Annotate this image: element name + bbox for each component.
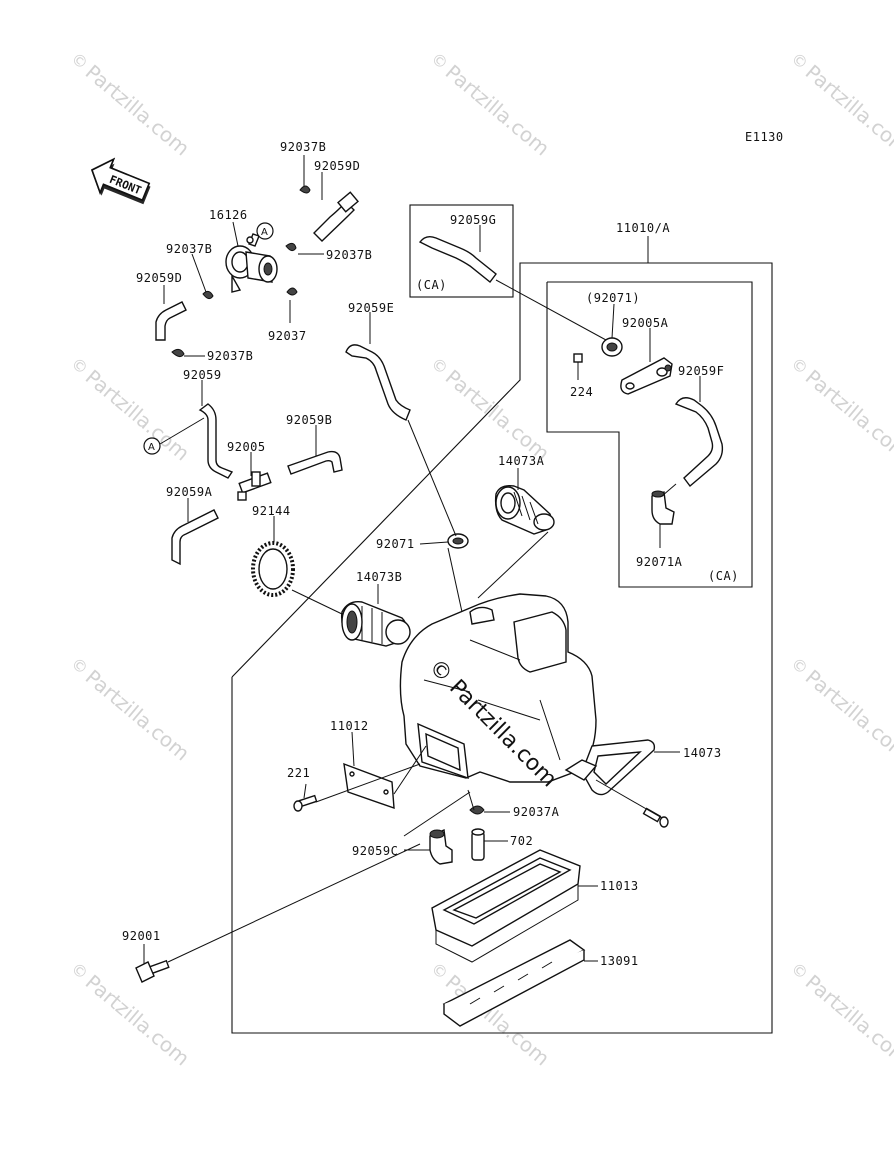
label-92037B-mid: 92037B bbox=[166, 242, 212, 256]
label-92071: 92071 bbox=[376, 537, 415, 551]
hose-92059D-top bbox=[313, 201, 355, 242]
watermark-text: Partzilla.com bbox=[81, 970, 194, 1071]
label-11010A: 11010/A bbox=[616, 221, 670, 235]
hose-92059F bbox=[674, 397, 724, 488]
label-ca-right: (CA) bbox=[708, 569, 739, 583]
label-11013: 11013 bbox=[600, 879, 639, 893]
clip-92037 bbox=[286, 287, 298, 296]
label-702: 702 bbox=[510, 834, 533, 848]
watermark-text: Partzilla.com bbox=[801, 365, 894, 466]
ca-group-box-right bbox=[546, 281, 753, 588]
cover-14073 bbox=[564, 739, 656, 796]
clip-92037B-mid bbox=[202, 290, 214, 300]
label-92001: 92001 bbox=[122, 929, 161, 943]
label-92059F: 92059F bbox=[678, 364, 724, 378]
watermark-text: Partzilla.com bbox=[81, 60, 194, 161]
watermark-text: Partzilla.com bbox=[81, 665, 194, 766]
label-221: 221 bbox=[287, 766, 310, 780]
fitting-92005 bbox=[237, 471, 272, 501]
label-92037A: 92037A bbox=[513, 805, 560, 819]
elbow-92071A bbox=[651, 490, 675, 525]
leader-lines bbox=[143, 155, 701, 964]
bracket-92005A bbox=[620, 357, 673, 395]
part-labels: 92037B 92059D 16126 92037B 92037B 92059D… bbox=[122, 140, 739, 968]
label-92059C: 92059C bbox=[352, 844, 398, 858]
hose-92059D-left bbox=[155, 301, 187, 341]
frame-13091 bbox=[442, 939, 586, 1027]
label-92059G: 92059G bbox=[450, 213, 496, 227]
screw-221 bbox=[293, 794, 318, 812]
air-cleaner-case bbox=[399, 593, 597, 783]
callout-a-left-label: A bbox=[148, 442, 155, 453]
hose-92059G bbox=[418, 235, 497, 283]
boot-14073B bbox=[340, 601, 411, 647]
label-92037B-low: 92037B bbox=[207, 349, 253, 363]
label-92037: 92037 bbox=[268, 329, 307, 343]
label-92059A: 92059A bbox=[166, 485, 213, 499]
bolt-92001 bbox=[135, 959, 170, 983]
label-92059D-top: 92059D bbox=[314, 159, 360, 173]
clip-92037B-right bbox=[285, 242, 297, 252]
label-ca-left: (CA) bbox=[416, 278, 447, 292]
ca-group-box-left bbox=[409, 204, 514, 298]
callout-a-left bbox=[143, 437, 161, 455]
assembly-frame bbox=[231, 262, 773, 1034]
label-92059: 92059 bbox=[183, 368, 222, 382]
label-92059D-left: 92059D bbox=[136, 271, 182, 285]
watermark-text: Partzilla.com bbox=[801, 60, 894, 161]
label-11012: 11012 bbox=[330, 719, 369, 733]
clip-92037B-low bbox=[171, 348, 185, 358]
label-14073B: 14073B bbox=[356, 570, 402, 584]
watermark-text: Partzilla.com bbox=[441, 365, 554, 466]
screw-224 bbox=[573, 353, 583, 374]
label-92005: 92005 bbox=[227, 440, 266, 454]
elbow-92059C bbox=[429, 828, 453, 865]
hose-92059 bbox=[198, 403, 234, 479]
plug-702 bbox=[471, 828, 485, 861]
callout-a-top bbox=[256, 222, 274, 240]
label-92071A: 92071A bbox=[636, 555, 683, 569]
callout-a-top-label: A bbox=[261, 227, 268, 238]
grommet-92071-paren bbox=[601, 337, 623, 357]
valve-16126 bbox=[225, 233, 278, 293]
hose-92059A bbox=[171, 509, 219, 566]
label-14073A: 14073A bbox=[498, 454, 545, 468]
watermark-text: Partzilla.com bbox=[441, 60, 554, 161]
hose-92059E bbox=[345, 344, 411, 421]
label-92144: 92144 bbox=[252, 504, 291, 518]
clip-92037B-top bbox=[299, 185, 311, 194]
label-92071-paren: (92071) bbox=[586, 291, 640, 305]
label-16126: 16126 bbox=[209, 208, 248, 222]
label-92059E: 92059E bbox=[348, 301, 394, 315]
diagram-code: E1130 bbox=[745, 130, 784, 144]
hose-92059B bbox=[287, 450, 343, 475]
grommet-92071 bbox=[447, 533, 469, 549]
clip-92037A bbox=[469, 805, 485, 815]
label-92037B-top: 92037B bbox=[280, 140, 326, 154]
watermark-text: Partzilla.com bbox=[81, 365, 194, 466]
front-arrow-icon: FRONT bbox=[91, 157, 151, 205]
watermark-text: Partzilla.com bbox=[801, 970, 894, 1071]
label-224: 224 bbox=[570, 385, 593, 399]
boot-14073A bbox=[494, 484, 555, 535]
label-14073: 14073 bbox=[683, 746, 722, 760]
plate-11012 bbox=[343, 762, 395, 810]
element-11013 bbox=[431, 849, 581, 963]
watermark-text: Partzilla.com bbox=[801, 665, 894, 766]
screw-cover bbox=[642, 807, 669, 828]
label-92037B-right: 92037B bbox=[326, 248, 372, 262]
label-13091: 13091 bbox=[600, 954, 639, 968]
ring-92144 bbox=[251, 541, 295, 597]
label-92059B: 92059B bbox=[286, 413, 332, 427]
label-92005A: 92005A bbox=[622, 316, 669, 330]
